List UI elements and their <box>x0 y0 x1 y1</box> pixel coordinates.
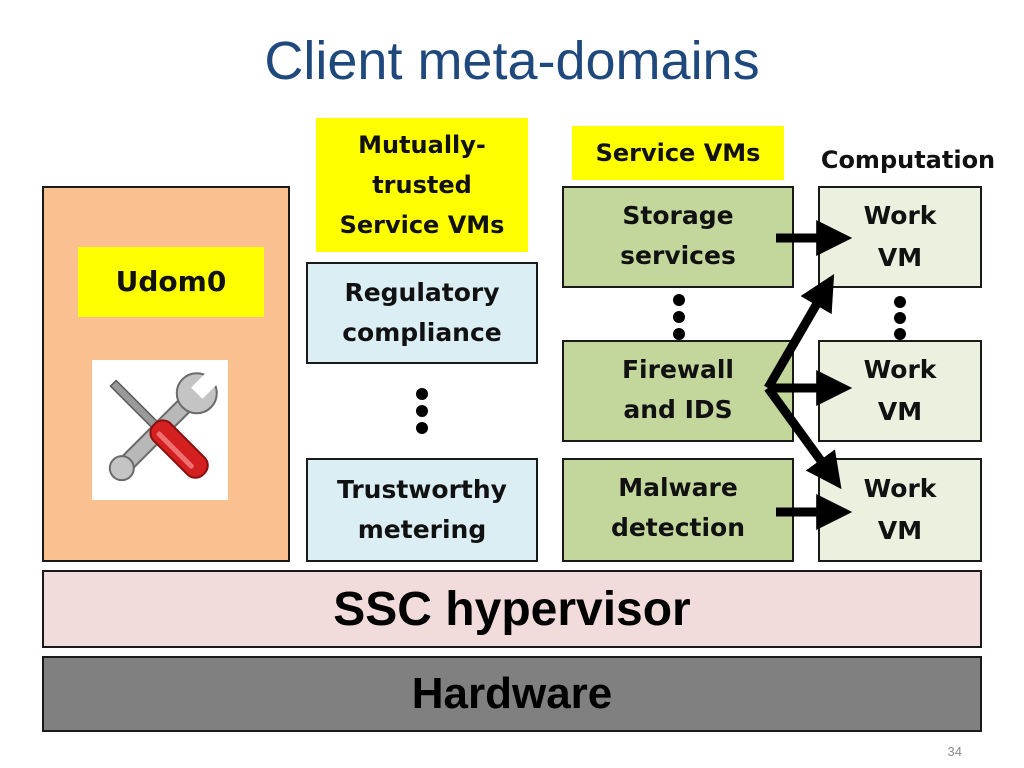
computation-header: Computation <box>820 146 996 174</box>
hardware-bar: Hardware <box>42 656 982 732</box>
arrow-firewall-to-work-vm-1 <box>764 273 835 391</box>
page-title: Client meta-domains <box>264 31 760 91</box>
ellipsis-dot <box>894 328 906 340</box>
ellipsis-dot <box>673 311 685 323</box>
hypervisor-bar: SSC hypervisor <box>42 570 982 648</box>
wrench-screwdriver-icon <box>92 360 228 500</box>
ellipsis-dot <box>673 328 685 340</box>
mutually-trusted-header: Mutually- trusted Service VMs <box>316 118 528 252</box>
ellipsis-dot <box>416 388 428 400</box>
ellipsis-dot <box>894 296 906 308</box>
ellipsis-dot <box>416 405 428 417</box>
malware-detection-box: Malware detection <box>562 458 794 562</box>
firewall-ids-box: Firewall and IDS <box>562 340 794 442</box>
udom0-label: Udom0 <box>78 247 264 317</box>
trustworthy-metering-box: Trustworthy metering <box>306 458 538 562</box>
work-vm-box: Work VM <box>818 458 982 562</box>
ellipsis-dot <box>894 312 906 324</box>
regulatory-compliance-box: Regulatory compliance <box>306 262 538 364</box>
page-number: 34 <box>947 744 962 759</box>
ellipsis-dot <box>673 294 685 306</box>
ellipsis-dot <box>416 422 428 434</box>
work-vm-box: Work VM <box>818 340 982 442</box>
service-vms-header: Service VMs <box>572 126 784 180</box>
arrow-firewall-to-work-vm-3 <box>764 385 842 490</box>
storage-services-box: Storage services <box>562 186 794 288</box>
